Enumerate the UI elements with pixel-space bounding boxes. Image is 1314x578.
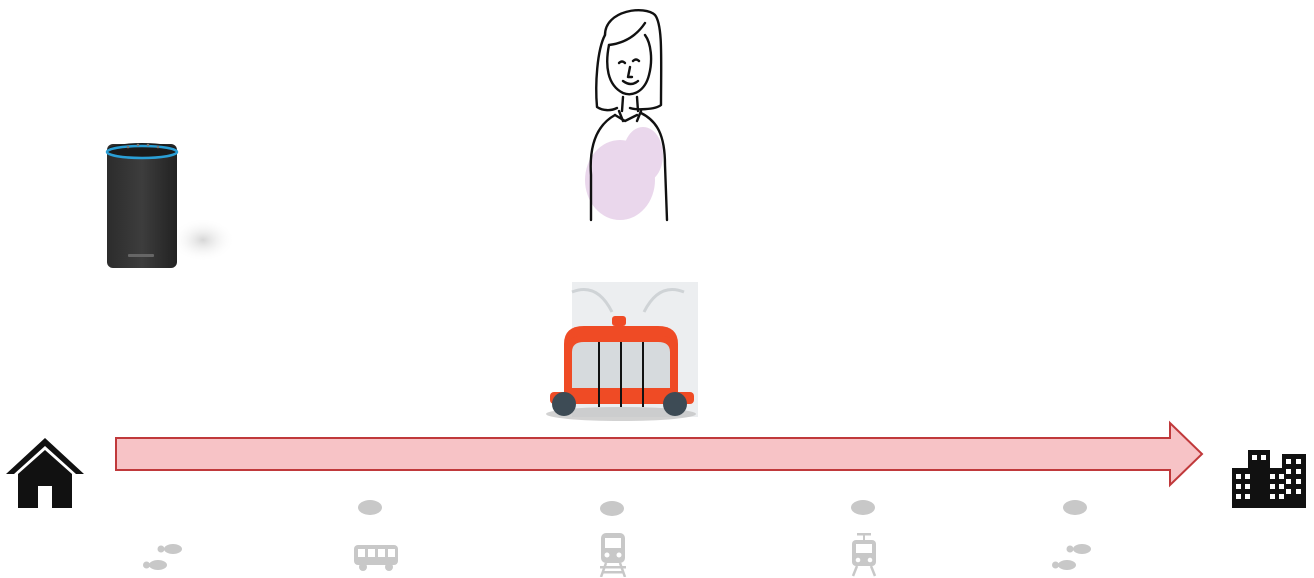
stop-dot	[600, 501, 624, 516]
journey-arrow	[115, 420, 1205, 490]
autonomous-shuttle-icon	[542, 282, 700, 422]
shuttle-vehicle	[542, 282, 700, 422]
city-buildings-icon	[1230, 450, 1308, 508]
stop-dot	[1063, 500, 1087, 515]
footsteps-icon	[143, 540, 189, 574]
stop-dot	[851, 500, 875, 515]
stop-dot	[358, 500, 382, 515]
tram-icon	[849, 533, 879, 577]
person-illustration	[575, 5, 715, 250]
home-icon	[4, 436, 86, 510]
bus-icon	[352, 543, 400, 573]
train-icon	[598, 533, 628, 577]
smart-speaker	[98, 130, 238, 280]
footsteps-icon	[1052, 540, 1098, 574]
woman-sketch-icon	[575, 5, 715, 250]
smart-speaker-icon	[98, 130, 238, 280]
